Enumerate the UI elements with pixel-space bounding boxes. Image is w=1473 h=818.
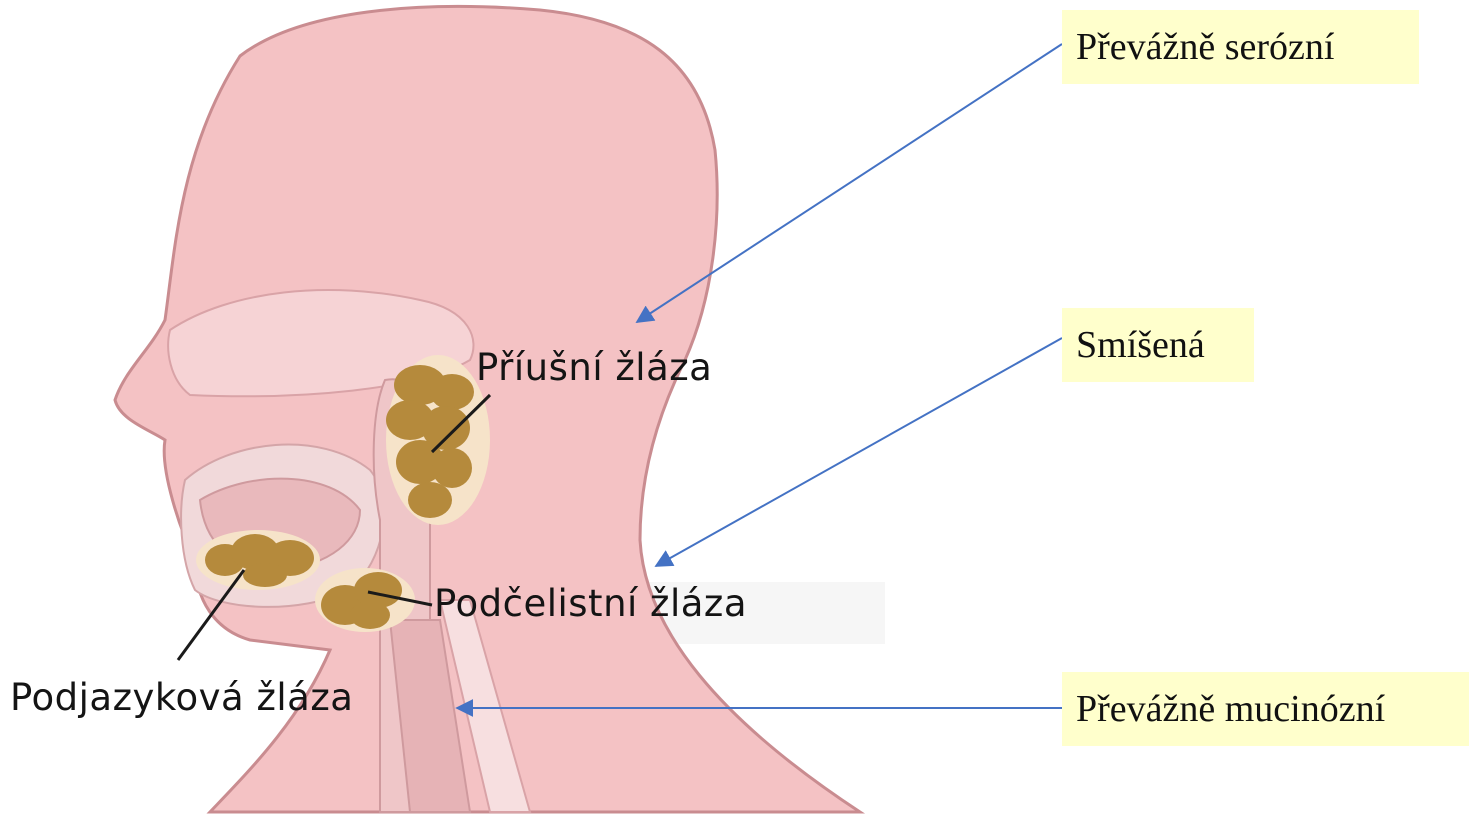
parotid-gland	[386, 355, 490, 525]
sublingual-gland	[196, 530, 320, 590]
sublingual-label: Podjazyková žláza	[10, 676, 353, 719]
serous-annotation: Převážně serózní	[1062, 10, 1419, 84]
parotid-label: Příušní žláza	[476, 346, 712, 389]
submandibular-label: Podčelistní žláza	[434, 582, 747, 625]
mucous-annotation: Převážně mucinózní	[1062, 672, 1469, 746]
mixed-arrow	[656, 338, 1062, 566]
mixed-annotation: Smíšená	[1062, 308, 1254, 382]
